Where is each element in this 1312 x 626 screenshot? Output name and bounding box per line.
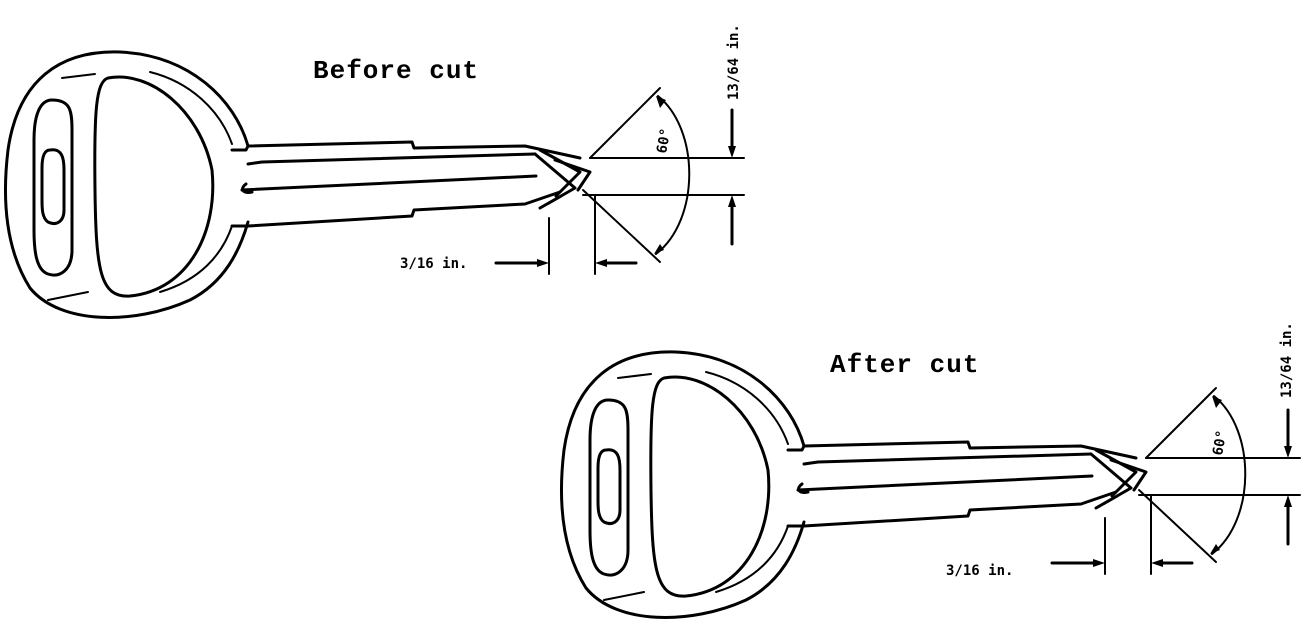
after-cut-figure: After cut 3/16 in. 13/64 in. 60°	[560, 322, 1302, 619]
after-angle-label: 60°	[1210, 429, 1230, 457]
after-key-drawing	[560, 350, 1302, 619]
before-height-label: 13/64 in.	[726, 24, 742, 100]
before-title: Before cut	[313, 56, 479, 86]
after-height-label: 13/64 in.	[1279, 322, 1295, 398]
before-key-drawing	[4, 50, 746, 319]
before-cut-figure: Before cut 3/16 in. 13/64 in. 60°	[4, 24, 746, 319]
before-angle-label: 60°	[654, 127, 674, 155]
after-title: After cut	[830, 350, 979, 380]
before-width-label: 3/16 in.	[400, 256, 467, 272]
after-width-label: 3/16 in.	[946, 563, 1013, 579]
